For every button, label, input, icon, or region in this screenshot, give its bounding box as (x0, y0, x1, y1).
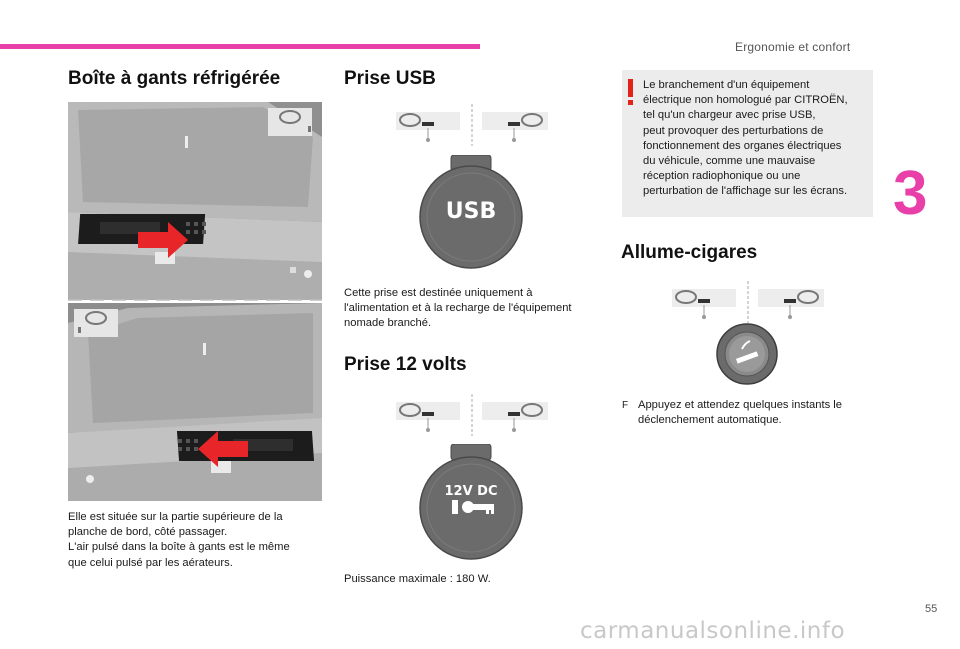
section-header: Ergonomie et confort (735, 40, 851, 54)
text-line: électrique non homologué par CITROËN, (643, 94, 848, 107)
glovebox-description: Elle est située sur la partie supérieure… (68, 510, 323, 571)
warning-text: Le branchement d'un équipement électriqu… (643, 78, 868, 200)
cigarette-lighter-location-diagram (672, 281, 824, 323)
text-line: nomade branché. (344, 317, 432, 330)
text-line: tel qu'un chargeur avec prise USB, (643, 109, 816, 122)
text-line: l'alimentation et à la recharge de l'équ… (344, 302, 572, 315)
text-line: perturbation de l'affichage sur les écra… (643, 185, 848, 198)
chapter-number: 3 (893, 159, 928, 228)
usb-location-diagram (396, 104, 548, 146)
text-line: planche de bord, côté passager. (68, 526, 228, 539)
text-line: Cette prise est destinée uniquement à (344, 287, 533, 299)
usb-socket-icon (419, 154, 523, 269)
text-line: Elle est située sur la partie supérieure… (68, 511, 283, 523)
glovebox-illustration-top (68, 102, 322, 300)
usb-socket-graphic: USB (418, 154, 524, 271)
text-line: déclenchement automatique. (638, 414, 782, 427)
12v-socket-graphic: 12V DC (418, 443, 524, 562)
text-line: réception radiophonique ou une (643, 170, 801, 183)
usb-description: Cette prise est destinée uniquement à l'… (344, 286, 599, 332)
12v-title: Prise 12 volts (344, 354, 467, 375)
header-accent-bar (0, 44, 480, 49)
text-line: Appuyez et attendez quelques instants le (638, 399, 843, 411)
text-line: peut provoquer des perturbations de (643, 124, 824, 137)
text-line: du véhicule, comme une mauvaise (643, 155, 816, 168)
12v-socket-icon (419, 443, 523, 560)
exclamation-icon (628, 79, 633, 105)
warning-box (622, 70, 873, 217)
watermark: carmanualsonline.info (580, 618, 846, 644)
text-line: fonctionnement des organes électriques (643, 139, 842, 152)
12v-location-diagram (396, 394, 548, 436)
12v-socket-label: 12V DC (444, 484, 498, 499)
usb-title: Prise USB (344, 68, 436, 89)
12v-description: Puissance maximale : 180 W. (344, 572, 599, 587)
cigarette-lighter-instruction: F Appuyez et attendez quelques instants … (622, 398, 872, 428)
text-line: Puissance maximale : 180 W. (344, 573, 491, 585)
text-line: que celui pulsé par les aérateurs. (68, 556, 233, 569)
cigarette-lighter-icon (716, 323, 778, 385)
page-number: 55 (925, 603, 938, 615)
text-line: Le branchement d'un équipement (643, 79, 810, 91)
glovebox-title: Boîte à gants réfrigérée (68, 68, 281, 89)
cigarette-lighter-title: Allume-cigares (621, 242, 758, 263)
usb-socket-label: USB (445, 199, 497, 224)
text-line: L'air pulsé dans la boîte à gants est le… (68, 541, 290, 554)
bullet-symbol: F (622, 400, 629, 411)
glovebox-illustration-bottom (68, 303, 322, 501)
glovebox-photo-top (68, 102, 322, 300)
glovebox-photo-bottom (68, 303, 322, 501)
photo-separator (68, 299, 322, 301)
